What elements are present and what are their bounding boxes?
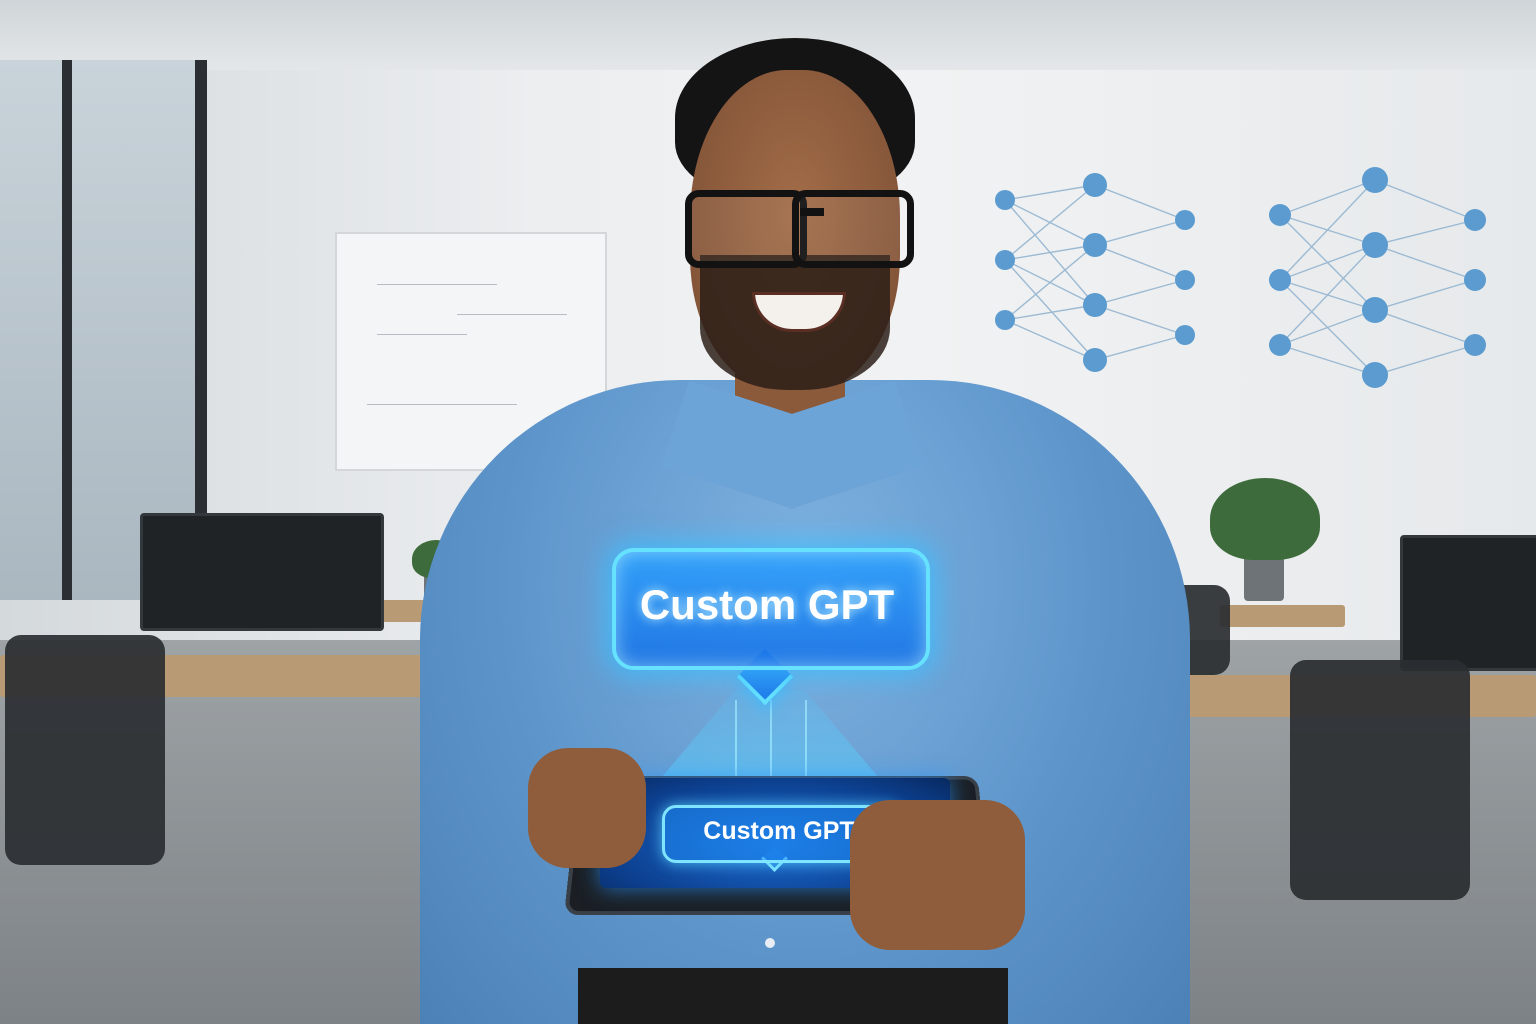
computer-monitor xyxy=(140,513,384,631)
hologram-beam-line xyxy=(805,700,807,780)
person-right-hand xyxy=(850,800,1025,950)
whiteboard-sketch xyxy=(377,284,497,285)
plant-pot xyxy=(1244,555,1284,601)
glasses-bridge xyxy=(800,208,824,216)
hologram-speech-bubble xyxy=(612,548,930,670)
person-left-hand xyxy=(528,748,646,868)
hologram-beam-line xyxy=(770,700,772,785)
office-chair xyxy=(5,635,165,865)
computer-monitor xyxy=(1400,535,1536,671)
tablet-label: Custom GPT xyxy=(703,816,855,845)
hologram-label: Custom GPT xyxy=(639,581,895,628)
office-window xyxy=(0,60,207,600)
hologram-beam-line xyxy=(735,700,737,780)
person-belt xyxy=(578,968,1008,1024)
glasses-lens-left xyxy=(685,190,807,268)
glasses-lens-right xyxy=(792,190,914,268)
office-chair xyxy=(1290,660,1470,900)
neural-network-icon xyxy=(995,173,1195,372)
plant-leaves xyxy=(1210,478,1320,560)
shirt-button xyxy=(765,938,775,948)
whiteboard-sketch xyxy=(457,314,567,315)
neural-network-icon xyxy=(1269,167,1486,388)
whiteboard-sketch xyxy=(377,334,467,335)
whiteboard-sketch xyxy=(367,404,517,405)
window-mullion xyxy=(62,60,72,600)
office-desk xyxy=(1220,605,1345,627)
